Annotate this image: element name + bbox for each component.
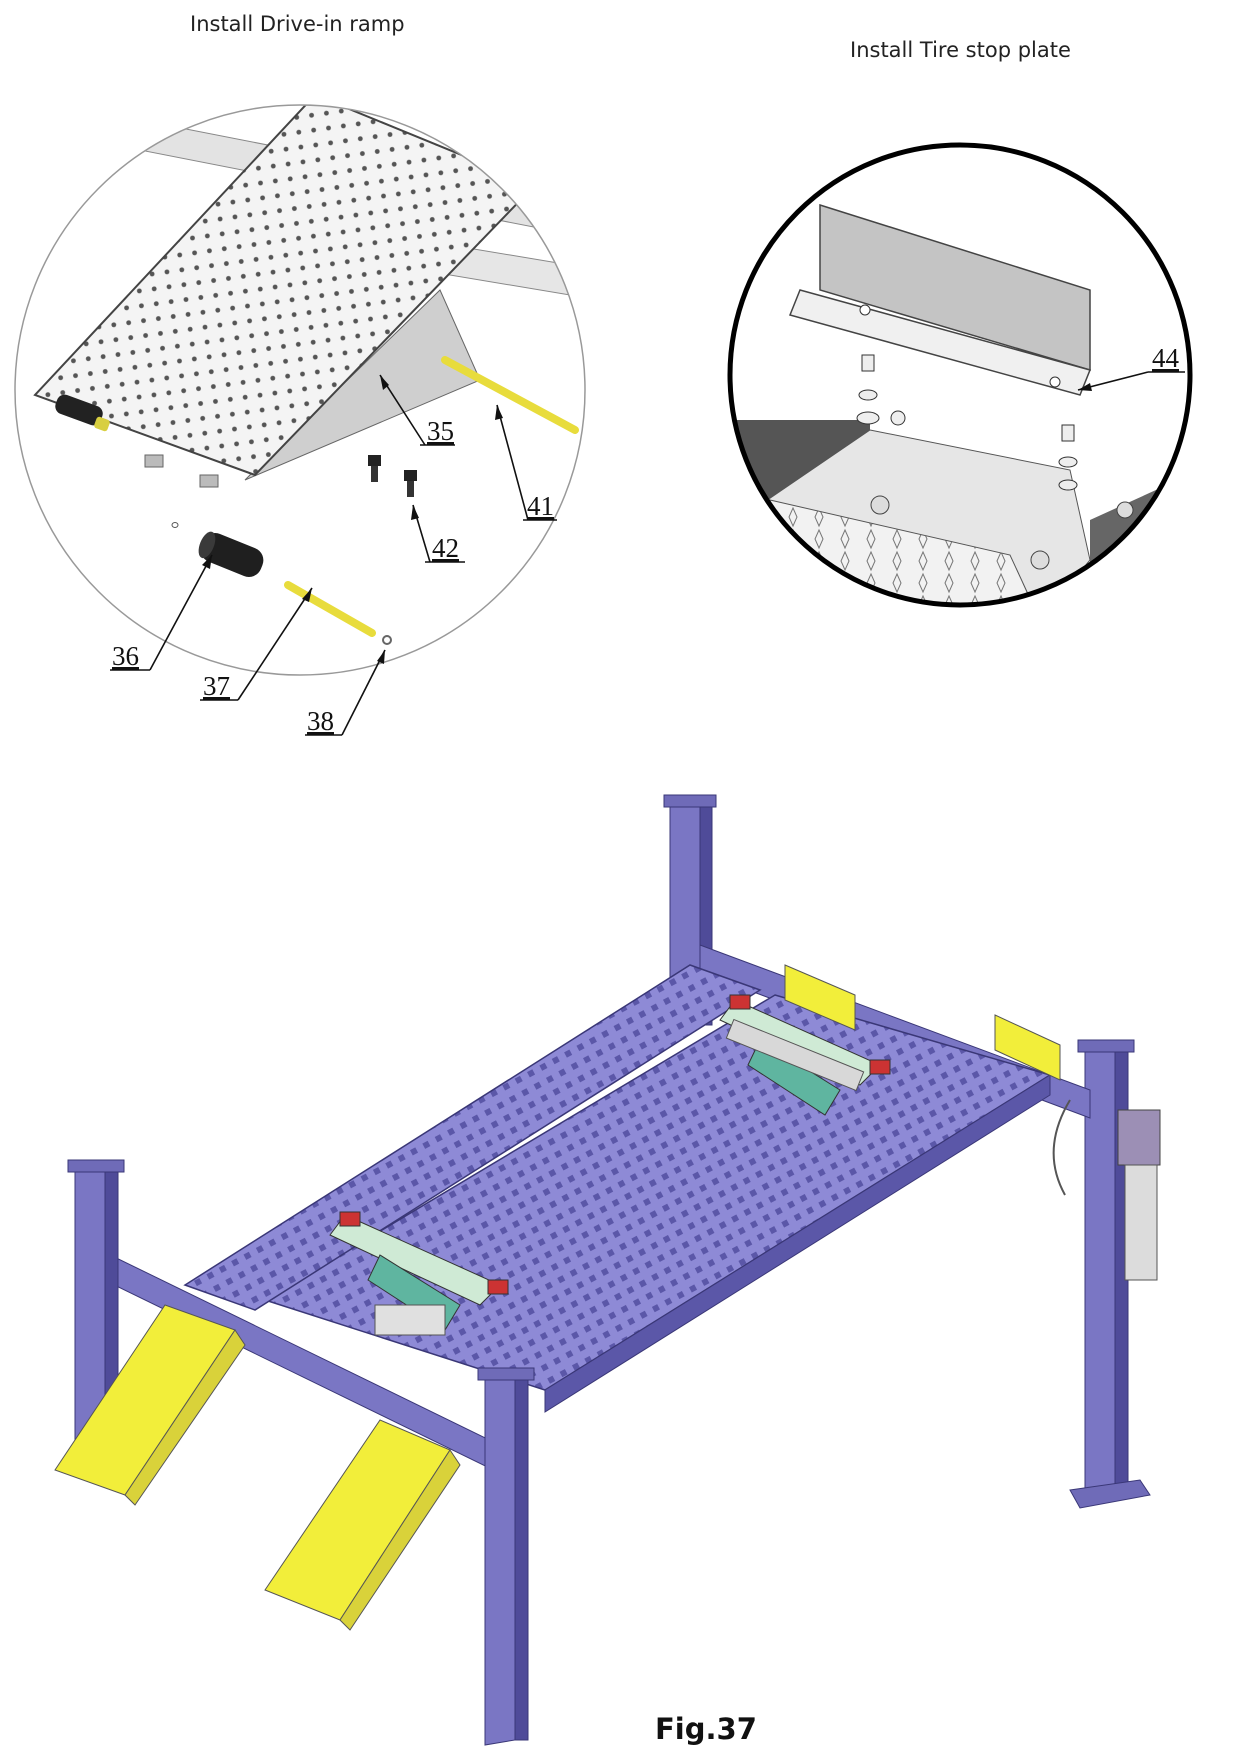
drive-in-ramp-caption: Install Drive-in ramp <box>190 12 405 36</box>
callout-41: 41 <box>527 491 554 521</box>
callout-35: 35 <box>427 416 454 446</box>
callout-44: 44 <box>1152 343 1180 373</box>
stop-plate-base <box>788 289 1092 396</box>
callout-36: 36 <box>112 641 139 671</box>
pin-41 <box>441 356 579 434</box>
drive-in-ramp-detail: 35 41 42 36 37 38 <box>14 104 586 736</box>
clip-38 <box>382 635 392 645</box>
power-unit <box>1052 1099 1161 1281</box>
bolts-42 <box>368 455 417 497</box>
bolt-set-left <box>856 354 906 426</box>
pin-37 <box>284 581 376 637</box>
callout-38: 38 <box>307 706 334 736</box>
jack-rear <box>719 994 891 1116</box>
four-post-lift <box>54 794 1161 1746</box>
callout-37: 37 <box>203 671 230 701</box>
washer-small <box>171 522 179 528</box>
bolt-set-right <box>1058 424 1078 491</box>
ramp-roller <box>55 394 103 426</box>
tire-stop-plate-caption: Install Tire stop plate <box>850 38 1071 62</box>
tire-stop-plate-detail: 44 <box>727 142 1193 608</box>
runway-left <box>183 964 762 1311</box>
callout-42: 42 <box>432 533 459 563</box>
jack-front <box>329 1211 509 1336</box>
column-front-left <box>477 1367 535 1746</box>
tire-stop-front <box>994 1014 1061 1081</box>
figure-label: Fig.37 <box>655 1712 757 1746</box>
roller-36 <box>198 531 264 577</box>
tire-stop-rear <box>784 964 856 1031</box>
